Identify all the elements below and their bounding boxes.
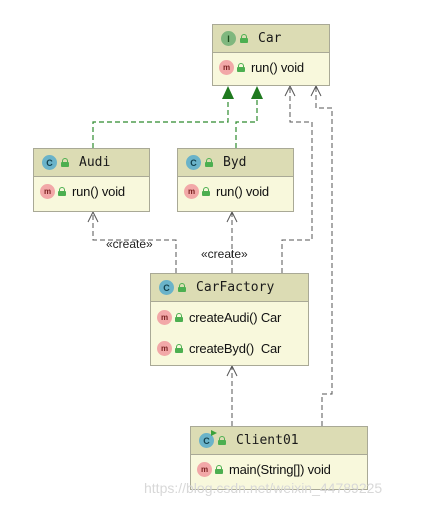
- byd-method-run[interactable]: m run() void: [178, 177, 293, 205]
- carfactory-header: C CarFactory: [151, 274, 308, 302]
- interface-icon: I: [221, 31, 236, 46]
- dependency-arrowhead-carfactory: [226, 364, 238, 377]
- carfactory-method-createaudi[interactable]: m createAudi() Car: [151, 302, 308, 333]
- static-method-icon: m: [157, 310, 172, 325]
- carfactory-method-createbyd[interactable]: m createByd() Car: [151, 333, 308, 364]
- class-icon: C: [42, 155, 57, 170]
- audi-header: C Audi: [34, 149, 149, 177]
- static-method-icon: m: [157, 341, 172, 356]
- public-lock-icon: [175, 344, 183, 353]
- class-client01[interactable]: C Client01 m main(String[]) void: [190, 426, 368, 490]
- create-stereotype-audi: «create»: [106, 237, 153, 251]
- class-icon: C: [159, 280, 174, 295]
- method-icon: m: [219, 59, 234, 75]
- class-carfactory[interactable]: C CarFactory m createAudi() Car m create…: [150, 273, 309, 366]
- dependency-arrowhead-car-2: [310, 84, 322, 97]
- create-stereotype-byd: «create»: [201, 247, 248, 261]
- realization-arrowhead-byd: [251, 86, 263, 99]
- dependency-arrowhead-car-1: [284, 84, 296, 97]
- car-header: I Car: [213, 25, 329, 53]
- method-signature: run() void: [216, 183, 269, 199]
- client01-method-main[interactable]: m main(String[]) void: [191, 455, 367, 483]
- dependency-arrowhead-byd: [226, 210, 238, 223]
- method-signature: createAudi() Car: [189, 310, 282, 325]
- class-icon: C: [186, 155, 201, 170]
- realization-audi-car: [92, 98, 229, 148]
- method-icon: m: [184, 183, 199, 199]
- public-lock-icon: [237, 62, 245, 72]
- car-method-run[interactable]: m run() void: [213, 53, 329, 81]
- method-signature: main(String[]) void: [229, 461, 331, 477]
- client01-header: C Client01: [191, 427, 367, 455]
- class-name: Byd: [223, 155, 247, 170]
- method-signature: run() void: [251, 59, 304, 75]
- class-byd[interactable]: C Byd m run() void: [177, 148, 294, 212]
- method-icon: m: [40, 183, 55, 199]
- public-lock-icon: [215, 464, 223, 474]
- audi-method-run[interactable]: m run() void: [34, 177, 149, 205]
- dependency-client-car: [315, 86, 333, 426]
- public-lock-icon: [175, 313, 183, 322]
- public-lock-icon: [218, 436, 226, 445]
- class-name: CarFactory: [196, 280, 275, 295]
- dependency-arrowhead-audi: [87, 210, 99, 223]
- method-signature: createByd() Car: [189, 341, 282, 356]
- class-name: Client01: [236, 433, 299, 448]
- byd-header: C Byd: [178, 149, 293, 177]
- public-lock-icon: [202, 186, 210, 196]
- interface-car[interactable]: I Car m run() void: [212, 24, 330, 86]
- class-name: Car: [258, 31, 282, 46]
- method-signature: run() void: [72, 183, 125, 199]
- watermark-text: https://blog.csdn.net/weixin_44789225: [144, 480, 383, 496]
- public-lock-icon: [178, 283, 186, 292]
- dependency-carfactory-car: [281, 86, 313, 273]
- public-lock-icon: [205, 158, 213, 167]
- class-audi[interactable]: C Audi m run() void: [33, 148, 150, 212]
- realization-byd-car: [235, 98, 258, 148]
- public-lock-icon: [58, 186, 66, 196]
- realization-arrowhead-audi: [222, 86, 234, 99]
- public-lock-icon: [240, 34, 248, 43]
- run-indicator-icon: [211, 430, 217, 436]
- public-lock-icon: [61, 158, 69, 167]
- method-icon: m: [197, 461, 212, 477]
- main-class-icon: C: [199, 430, 217, 448]
- class-name: Audi: [79, 155, 111, 170]
- dependency-carfactory-audi: [92, 212, 177, 273]
